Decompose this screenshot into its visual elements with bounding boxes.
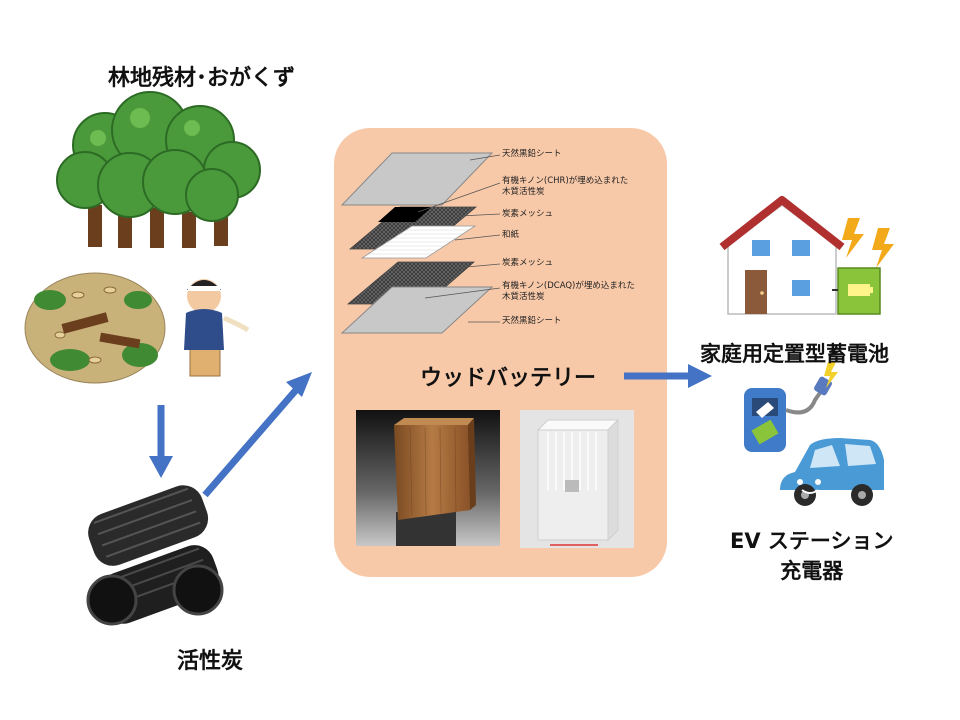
arrow-up-right (202, 372, 312, 498)
label-ev-line2: 充電器 (780, 559, 844, 583)
layer-label: 炭素メッシュ (502, 258, 554, 268)
label-ev-station: EV ステーション 充電器 (730, 526, 894, 586)
exploded-layers-icon (340, 152, 501, 334)
layer-label: 木質活性炭 (502, 187, 545, 197)
lightning-icon (842, 218, 894, 268)
label-ev-line1: EV ステーション (730, 529, 894, 553)
layer-label: 有機キノン(DCAQ)が埋め込まれた (502, 281, 635, 291)
ev-charger-icon (744, 362, 838, 452)
layer-label: 天然黒鉛シート (502, 149, 562, 159)
cell-frame-render (520, 410, 634, 548)
house-icon (719, 196, 845, 315)
layer-label: 有機キノン(CHR)が埋め込まれた (502, 176, 629, 186)
label-home-storage-battery: 家庭用定置型蓄電池 (700, 342, 889, 366)
layer-label: 和紙 (502, 230, 520, 240)
label-wood-battery: ウッドバッテリー (420, 366, 597, 391)
arrow-down (149, 405, 173, 478)
layer-label: 炭素メッシュ (502, 209, 554, 219)
cut-stumps-icon (24, 272, 166, 384)
home-battery-icon (832, 267, 881, 315)
label-forest-residue: 林地残材･おがくず (108, 66, 296, 91)
layer-label: 木質活性炭 (502, 292, 545, 302)
layer-label: 天然黒鉛シート (502, 316, 562, 326)
woodworker-icon (184, 279, 250, 377)
charcoal-icon (86, 485, 224, 626)
forest-icon (56, 91, 261, 248)
wood-cell-photo (356, 410, 500, 546)
label-activated-carbon: 活性炭 (177, 649, 244, 674)
car-icon (780, 438, 884, 506)
arrow-right (624, 364, 712, 388)
